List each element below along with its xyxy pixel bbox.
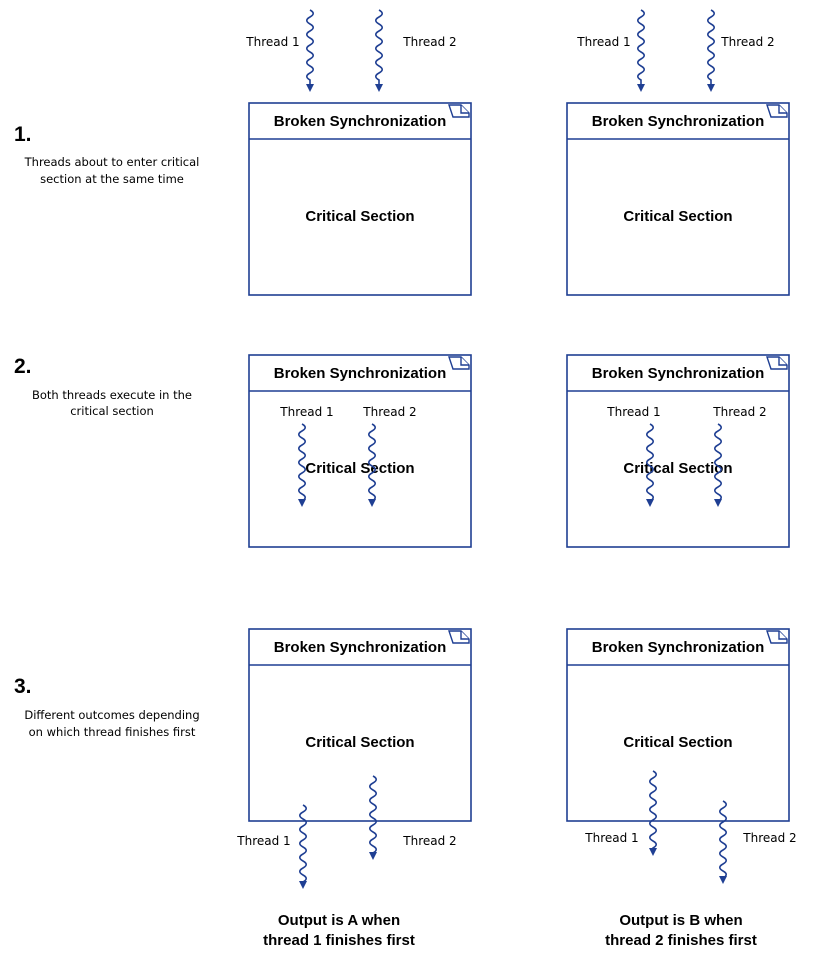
thread-path xyxy=(306,9,314,86)
thread-2-label: Thread 2 xyxy=(362,405,416,419)
thread-2-label: Thread 2 xyxy=(402,834,456,848)
arrowhead-icon xyxy=(368,499,376,507)
thread-path xyxy=(375,9,383,86)
box-title: Broken Synchronization xyxy=(274,639,447,656)
box-title: Broken Synchronization xyxy=(592,365,765,382)
thread-path xyxy=(368,423,376,502)
thread-2-arrow xyxy=(714,423,722,507)
note-fold-icon xyxy=(460,357,469,366)
note-fold-icon xyxy=(778,357,787,366)
thread-2-arrow xyxy=(719,800,727,884)
box-title: Broken Synchronization xyxy=(274,365,447,382)
box-title: Broken Synchronization xyxy=(592,639,765,656)
thread-1-label: Thread 1 xyxy=(606,405,660,419)
note-fold-icon xyxy=(460,105,469,114)
thread-path xyxy=(637,9,645,86)
critical-section-label: Critical Section xyxy=(305,460,414,477)
box-frame xyxy=(248,354,472,548)
arrowhead-icon xyxy=(707,84,715,92)
arrowhead-icon xyxy=(298,499,306,507)
thread-path xyxy=(369,775,377,854)
thread-2-label: Thread 2 xyxy=(742,831,796,845)
note-fold-icon xyxy=(778,105,787,114)
thread-1-label: Thread 1 xyxy=(576,35,630,49)
thread-1-label: Thread 1 xyxy=(245,35,299,49)
step-number: 3. xyxy=(14,675,32,698)
output-caption: Output is A when xyxy=(278,912,400,929)
arrowhead-icon xyxy=(637,84,645,92)
thread-2-arrow xyxy=(368,423,376,507)
output-caption: thread 1 finishes first xyxy=(263,932,415,949)
thread-path xyxy=(707,9,715,86)
step-description: Threads about to enter critical xyxy=(24,155,200,169)
thread-1-arrow xyxy=(646,423,654,507)
thread-path xyxy=(299,804,307,883)
step-description: Different outcomes depending xyxy=(24,708,199,722)
arrowhead-icon xyxy=(719,876,727,884)
arrowhead-icon xyxy=(646,499,654,507)
box-title: Broken Synchronization xyxy=(274,113,447,130)
thread-2-label: Thread 2 xyxy=(712,405,766,419)
thread-2-arrow xyxy=(369,775,377,860)
thread-path xyxy=(719,800,727,879)
step-description: critical section xyxy=(70,404,154,418)
note-fold-icon xyxy=(778,631,787,640)
output-caption: thread 2 finishes first xyxy=(605,932,757,949)
thread-2-label: Thread 2 xyxy=(720,35,774,49)
critical-section-label: Critical Section xyxy=(305,734,414,751)
step-description: on which thread finishes first xyxy=(29,725,196,739)
arrowhead-icon xyxy=(306,84,314,92)
thread-1-arrow xyxy=(637,9,645,92)
thread-1-label: Thread 1 xyxy=(236,834,290,848)
thread-1-arrow xyxy=(298,423,306,507)
thread-2-arrow xyxy=(375,9,383,92)
thread-1-arrow xyxy=(306,9,314,92)
arrowhead-icon xyxy=(649,848,657,856)
arrowhead-icon xyxy=(369,852,377,860)
thread-path xyxy=(646,423,654,502)
thread-2-arrow xyxy=(707,9,715,92)
thread-2-label: Thread 2 xyxy=(402,35,456,49)
arrowhead-icon xyxy=(714,499,722,507)
arrowhead-icon xyxy=(299,881,307,889)
step-number: 2. xyxy=(14,355,32,378)
box-frame xyxy=(248,628,472,822)
thread-path xyxy=(714,423,722,502)
step-description: Both threads execute in the xyxy=(32,388,192,402)
critical-section-label: Critical Section xyxy=(623,208,732,225)
note-fold-icon xyxy=(460,631,469,640)
box-title: Broken Synchronization xyxy=(592,113,765,130)
step-description: section at the same time xyxy=(40,172,184,186)
critical-section-label: Critical Section xyxy=(623,734,732,751)
thread-path xyxy=(649,770,657,850)
step-number: 1. xyxy=(14,123,32,146)
thread-1-label: Thread 1 xyxy=(279,405,333,419)
box-frame xyxy=(566,628,790,822)
critical-section-label: Critical Section xyxy=(305,208,414,225)
thread-1-label: Thread 1 xyxy=(584,831,638,845)
thread-path xyxy=(298,423,306,502)
box-frame xyxy=(248,102,472,296)
box-frame xyxy=(566,354,790,548)
box-frame xyxy=(566,102,790,296)
thread-1-arrow xyxy=(299,804,307,889)
arrowhead-icon xyxy=(375,84,383,92)
thread-1-arrow xyxy=(649,770,657,856)
output-caption: Output is B when xyxy=(619,912,742,929)
